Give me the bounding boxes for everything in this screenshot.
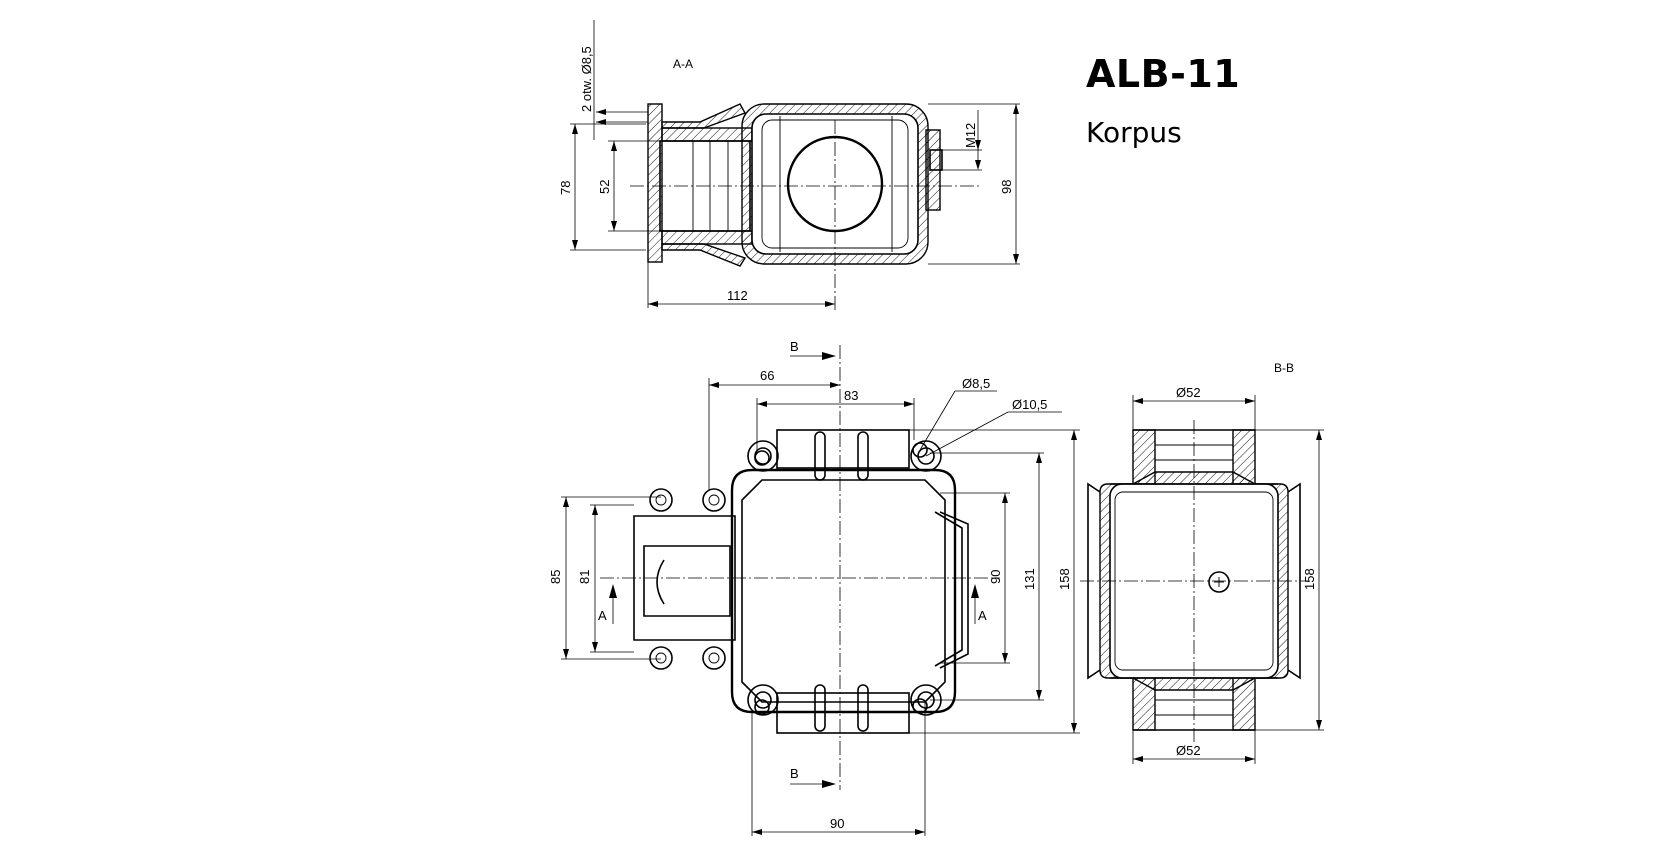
cut-b-top-label: B bbox=[790, 339, 799, 354]
main-dim-d105: Ø10,5 bbox=[1012, 397, 1047, 412]
main-dim-90-horizontal: 90 bbox=[830, 816, 844, 831]
bb-dim-d52-bottom: Ø52 bbox=[1176, 743, 1201, 758]
aa-dim-m12: M12 bbox=[963, 123, 978, 148]
section-a-a-view: A-A 2 otw. Ø8,5 bbox=[558, 20, 1020, 310]
cut-b-bottom-label: B bbox=[790, 766, 799, 781]
cut-a-right-label: A bbox=[978, 608, 987, 623]
main-dim-85: 85 bbox=[548, 570, 563, 584]
bb-dim-158: 158 bbox=[1302, 568, 1317, 590]
main-dim-81: 81 bbox=[577, 570, 592, 584]
main-plan-view: B B A A 66 83 Ø8,5 Ø10,5 bbox=[548, 339, 1080, 836]
main-dim-d85: Ø8,5 bbox=[962, 376, 990, 391]
main-body-outline bbox=[730, 468, 957, 714]
main-inlet bbox=[633, 515, 736, 641]
main-dim-90-vertical: 90 bbox=[988, 570, 1003, 584]
section-b-b-view: B-B Ø52 bbox=[1080, 361, 1324, 764]
aa-dim-78: 78 bbox=[558, 181, 573, 195]
aa-flange bbox=[647, 103, 663, 263]
drawing-title: ALB-11 bbox=[1086, 52, 1241, 96]
main-dim-83: 83 bbox=[844, 388, 858, 403]
cut-a-left-label: A bbox=[598, 608, 607, 623]
aa-dim-52: 52 bbox=[597, 180, 612, 194]
section-b-b-label: B-B bbox=[1274, 361, 1294, 375]
plate-holes bbox=[754, 442, 928, 715]
drawing-subtitle: Korpus bbox=[1086, 116, 1182, 149]
aa-dim-112: 112 bbox=[727, 288, 748, 303]
section-a-a-label: A-A bbox=[673, 57, 693, 71]
main-dim-158: 158 bbox=[1057, 568, 1072, 590]
main-dim-131: 131 bbox=[1022, 568, 1037, 590]
bb-center-hole bbox=[1208, 571, 1230, 593]
aa-holes-label: 2 otw. Ø8,5 bbox=[579, 46, 594, 112]
main-dim-66: 66 bbox=[760, 368, 774, 383]
aa-dim-98: 98 bbox=[999, 180, 1014, 194]
bb-dim-d52-top: Ø52 bbox=[1176, 385, 1201, 400]
